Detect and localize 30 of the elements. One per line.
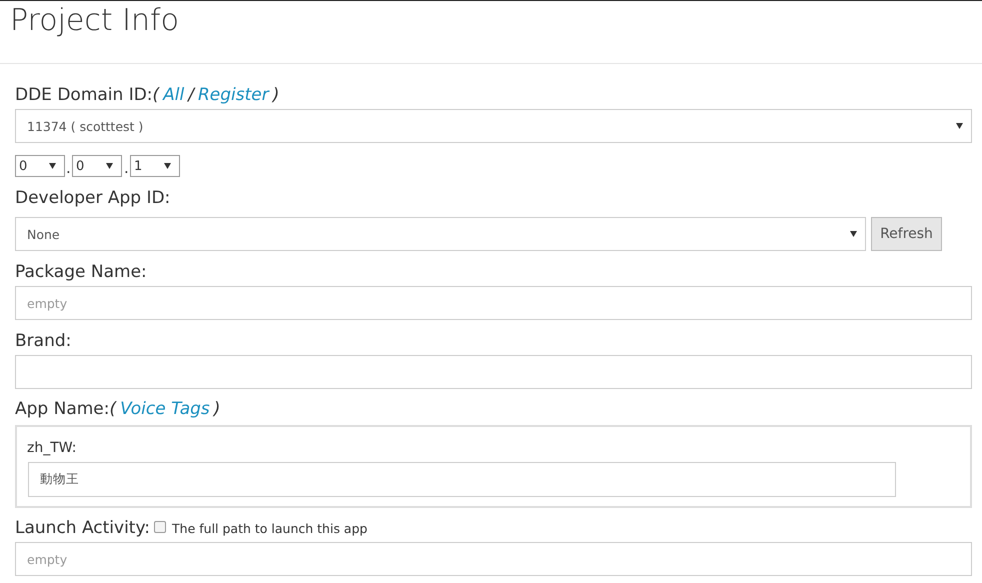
field-label: Launch Activity: <box>15 518 150 538</box>
separator-dot: . <box>124 159 129 177</box>
punctuation-text: ) <box>214 399 220 419</box>
hint-text: The full path to launch this app <box>172 521 368 536</box>
link: Voice Tags <box>120 399 210 419</box>
separator-dot: . <box>66 159 71 177</box>
field-label: Package Name: <box>15 262 147 282</box>
field-label: zh_TW: <box>27 440 77 456</box>
dropdown-field: 0 <box>72 155 122 177</box>
dropdown-field: 1 <box>130 155 180 177</box>
field-label: App Name: <box>15 399 110 419</box>
punctuation-text: ( <box>152 85 160 105</box>
punctuation-text: ) <box>272 85 280 105</box>
field-label: DDE Domain ID: <box>15 85 153 105</box>
input-field: 動物王 <box>28 462 896 497</box>
punctuation-text: ( <box>110 399 116 419</box>
dropdown-field: 0 <box>15 155 65 177</box>
form-panel <box>15 425 972 508</box>
dropdown-field: 11374 ( scotttest ) <box>15 109 972 143</box>
refresh-button: Refresh <box>871 217 942 251</box>
input-field <box>15 355 972 389</box>
link: Register <box>198 85 269 105</box>
page-title: Project Info <box>10 3 179 38</box>
dropdown-field: None <box>15 217 866 251</box>
field-label: Developer App ID: <box>15 188 170 208</box>
field-label: Brand: <box>15 331 72 351</box>
input-field: empty <box>15 286 972 320</box>
input-field: empty <box>15 542 972 576</box>
link: All <box>163 85 184 105</box>
punctuation-text: / <box>188 85 194 105</box>
